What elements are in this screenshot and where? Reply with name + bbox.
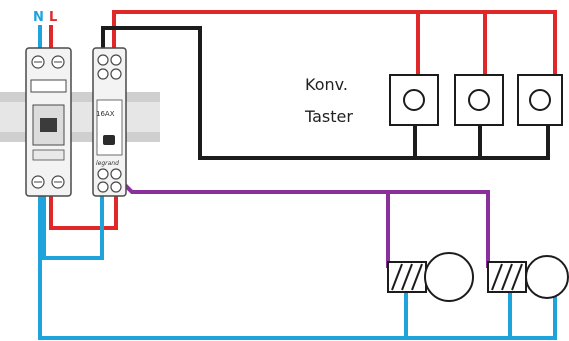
switched-wire	[116, 176, 490, 268]
relay-rating-label: 16AX	[96, 110, 115, 118]
din-rail	[0, 92, 160, 142]
switch-label-line2: Taster	[304, 107, 353, 126]
impulse-relay	[92, 47, 127, 197]
neutral-label: N	[33, 10, 44, 25]
push-button-2	[454, 74, 504, 126]
lamp-1	[387, 252, 474, 302]
switch-label-line1: Konv.	[305, 75, 348, 94]
push-button-3	[517, 74, 563, 126]
live-to-buttons-wire	[112, 10, 557, 75]
live-label: L	[49, 10, 57, 25]
neutral-distribution-wire	[38, 195, 557, 340]
live-link-wire	[49, 195, 118, 230]
control-wire	[101, 26, 550, 160]
relay-brand-label: legrand	[96, 160, 119, 167]
circuit-breaker	[25, 47, 72, 197]
lamp-2	[487, 255, 569, 299]
push-button-1	[389, 74, 439, 126]
